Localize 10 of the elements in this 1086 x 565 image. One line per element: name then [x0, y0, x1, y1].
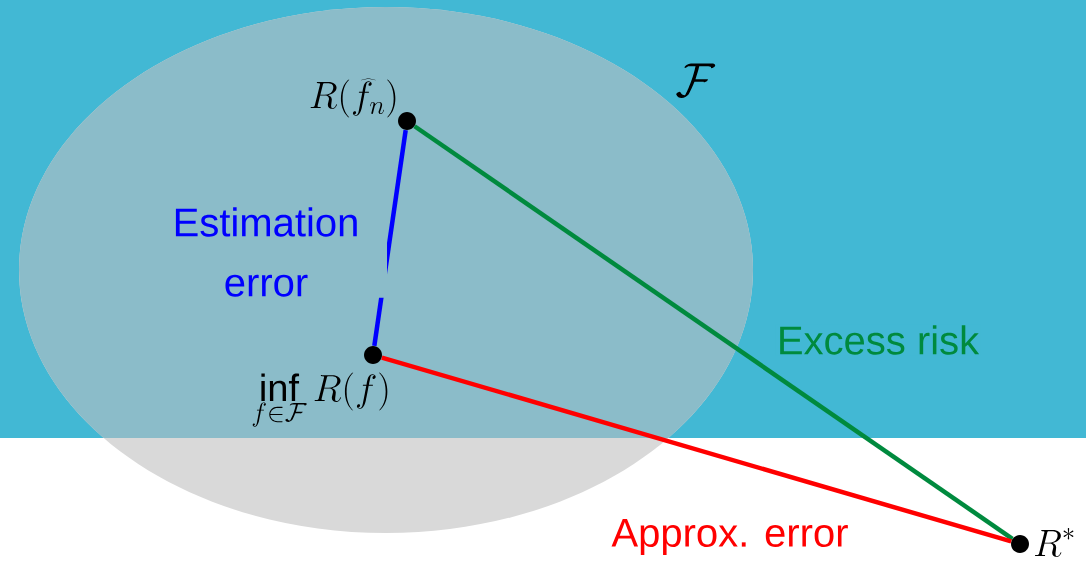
edge-label: Approx. error — [610, 518, 850, 556]
edge-label: Excess risk — [775, 324, 981, 356]
connector-line — [413, 124, 1014, 541]
point-label: $\inf_{f\in\mathcal{F}} R(f)$ — [252, 372, 388, 427]
set-label: $\mathcal{F}$ — [676, 63, 716, 98]
connector-line — [381, 355, 1012, 544]
edge-label: Estimation error — [145, 206, 387, 298]
point-label: $R(\widehat{f}_n)$ — [310, 78, 396, 118]
connector-line — [372, 129, 408, 347]
point-label: $R^*$ — [1035, 528, 1074, 557]
